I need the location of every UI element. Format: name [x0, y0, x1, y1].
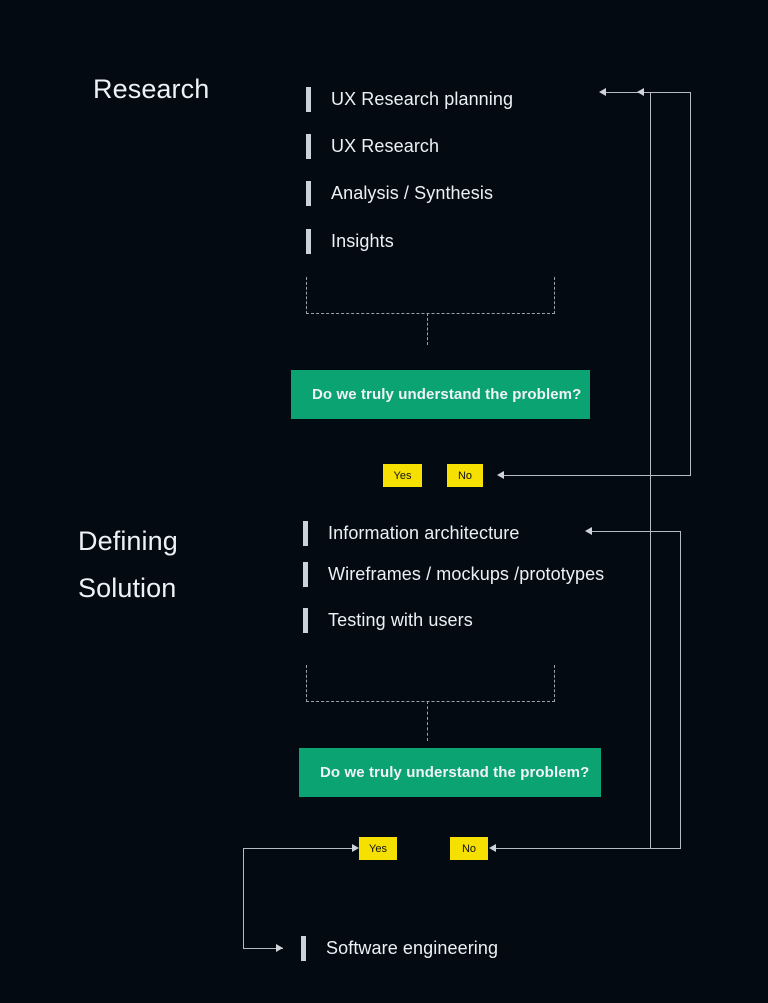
connector-solution-no-vertical-long	[650, 92, 651, 848]
task-accent-bar	[303, 520, 308, 546]
task-accent-bar	[303, 561, 308, 587]
task-accent-bar	[306, 133, 311, 159]
task-row-insights[interactable]: Insights	[306, 228, 394, 254]
task-accent-bar	[303, 607, 308, 633]
group-bracket-stem-defining-solution	[427, 701, 428, 741]
arrowhead-research-no	[497, 471, 504, 479]
connector-research-loopback-horizontal	[602, 92, 691, 93]
group-bracket-stem-research	[427, 313, 428, 345]
branch-badge-yes-research[interactable]: Yes	[383, 464, 422, 487]
task-label: Information architecture	[328, 522, 520, 543]
task-row-ux-research[interactable]: UX Research	[306, 133, 439, 159]
connector-into-information-architecture	[591, 531, 681, 532]
branch-badge-no-research[interactable]: No	[447, 464, 483, 487]
connector-solution-yes-vertical	[243, 848, 244, 948]
arrowhead-solution-no	[489, 844, 496, 852]
task-label: Insights	[331, 230, 394, 251]
branch-badge-yes-defining-solution[interactable]: Yes	[359, 837, 397, 860]
arrowhead-research-loopback	[599, 88, 606, 96]
task-label: Software engineering	[326, 937, 499, 958]
connector-solution-yes-horizontal	[243, 848, 357, 849]
arrowhead-solution-yes	[352, 844, 359, 852]
task-row-testing-with-users[interactable]: Testing with users	[303, 607, 473, 633]
connector-research-no-horizontal	[500, 475, 690, 476]
task-label: UX Research planning	[331, 88, 514, 109]
group-bracket-defining-solution	[306, 665, 555, 702]
connector-solution-no-horizontal	[492, 848, 681, 849]
task-row-wireframes-mockups-prototypes[interactable]: Wireframes / mockups /prototypes	[303, 561, 604, 587]
connector-research-no-vertical	[690, 92, 691, 476]
section-heading-defining-solution: Defining Solution	[78, 526, 178, 603]
connector-solution-no-vertical	[680, 531, 681, 848]
group-bracket-research	[306, 277, 555, 314]
task-row-software-engineering[interactable]: Software engineering	[301, 935, 498, 961]
decision-box-defining-solution[interactable]: Do we truly understand the problem?	[299, 748, 601, 797]
connector-to-software-engineering	[243, 948, 283, 949]
task-accent-bar	[306, 86, 311, 112]
task-accent-bar	[301, 935, 306, 961]
decision-box-research[interactable]: Do we truly understand the problem?	[291, 370, 590, 419]
task-row-information-architecture[interactable]: Information architecture	[303, 520, 520, 546]
arrowhead-into-information-architecture	[585, 527, 592, 535]
task-accent-bar	[306, 228, 311, 254]
task-row-analysis-synthesis[interactable]: Analysis / Synthesis	[306, 180, 493, 206]
branch-badge-no-defining-solution[interactable]: No	[450, 837, 488, 860]
section-heading-research: Research	[93, 74, 210, 104]
task-label: UX Research	[331, 135, 440, 156]
task-label: Testing with users	[328, 609, 473, 630]
arrowhead-solution-no-to-research	[637, 88, 644, 96]
arrowhead-to-software-engineering	[276, 944, 283, 952]
task-accent-bar	[306, 180, 311, 206]
task-label: Analysis / Synthesis	[331, 182, 494, 203]
task-row-ux-research-planning[interactable]: UX Research planning	[306, 86, 513, 112]
task-label: Wireframes / mockups /prototypes	[328, 563, 605, 584]
